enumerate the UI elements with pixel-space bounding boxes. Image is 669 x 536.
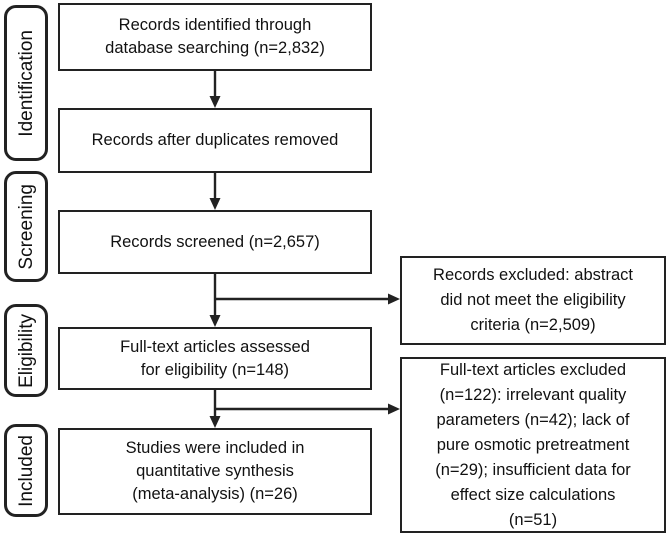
stage-label-screening: Screening [4,171,48,282]
arrow-identified-to-duplicates [209,71,221,108]
flow-box-studies-included: Studies were included in quantitative sy… [58,428,372,515]
stage-label-identification-text: Identification [15,29,37,137]
flow-box-studies-included-text: Studies were included in quantitative sy… [125,439,305,503]
exclusion-box-records-excluded: Records excluded: abstract did not meet … [400,256,666,345]
stage-label-identification: Identification [4,5,48,161]
arrow-fulltext-to-included [209,390,221,428]
flow-box-fulltext-assessed-text: Full-text articles assessed for eligibil… [120,337,310,379]
flow-box-fulltext-assessed: Full-text articles assessed for eligibil… [58,327,372,390]
stage-label-included: Included [4,424,48,517]
stage-label-eligibility-text: Eligibility [15,313,37,388]
exclusion-box-fulltext-excluded-text: Full-text articles excluded (n=122): irr… [435,360,631,529]
arrow-screened-to-fulltext [209,274,221,327]
exclusion-box-records-excluded-text: Records excluded: abstract did not meet … [433,266,633,334]
stage-label-included-text: Included [15,434,37,507]
flow-box-records-identified-text: Records identified through database sear… [105,16,325,57]
stage-label-screening-text: Screening [15,183,37,270]
flow-box-duplicates-removed: Records after duplicates removed [58,108,372,173]
flow-box-records-identified: Records identified through database sear… [58,3,372,71]
arrow-screened-to-records-excluded [215,293,400,305]
flow-box-duplicates-removed-text: Records after duplicates removed [91,131,339,149]
arrow-fulltext-to-fulltext-excluded [215,403,400,415]
stage-label-eligibility: Eligibility [4,304,48,397]
exclusion-box-fulltext-excluded: Full-text articles excluded (n=122): irr… [400,357,666,533]
flow-box-records-screened: Records screened (n=2,657) [58,210,372,274]
flow-box-records-screened-text: Records screened (n=2,657) [110,232,320,251]
arrow-duplicates-to-screened [209,173,221,210]
